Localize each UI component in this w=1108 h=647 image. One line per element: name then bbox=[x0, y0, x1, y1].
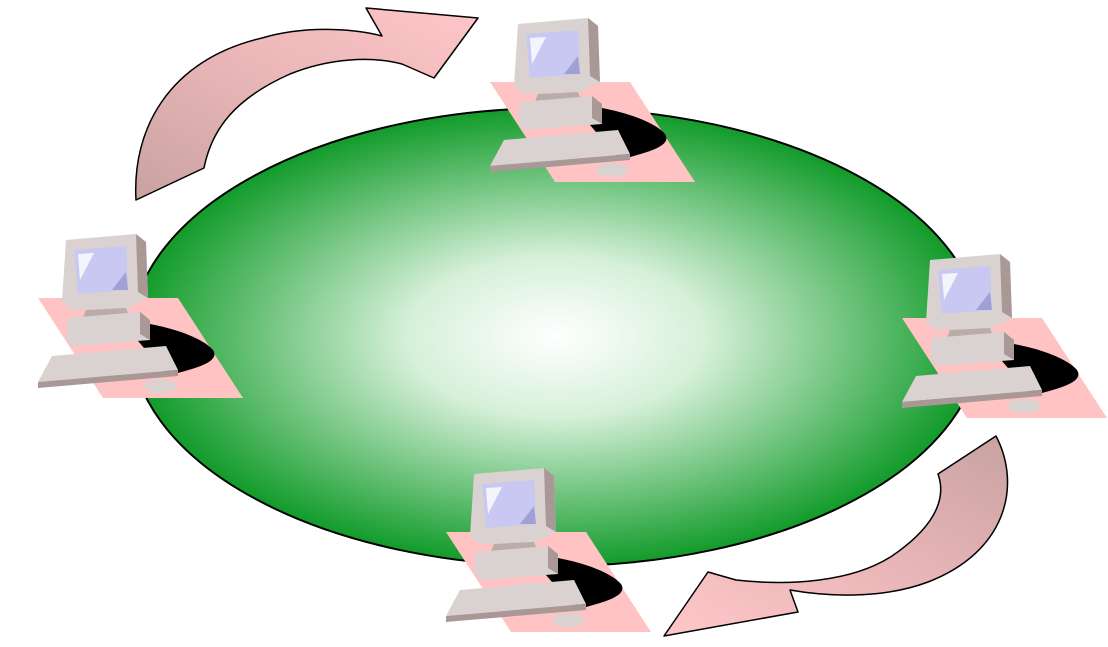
computer-top bbox=[490, 18, 695, 182]
computer-right bbox=[902, 254, 1107, 418]
desktop-computer-icon bbox=[902, 254, 1107, 418]
desktop-computer-icon bbox=[490, 18, 695, 182]
